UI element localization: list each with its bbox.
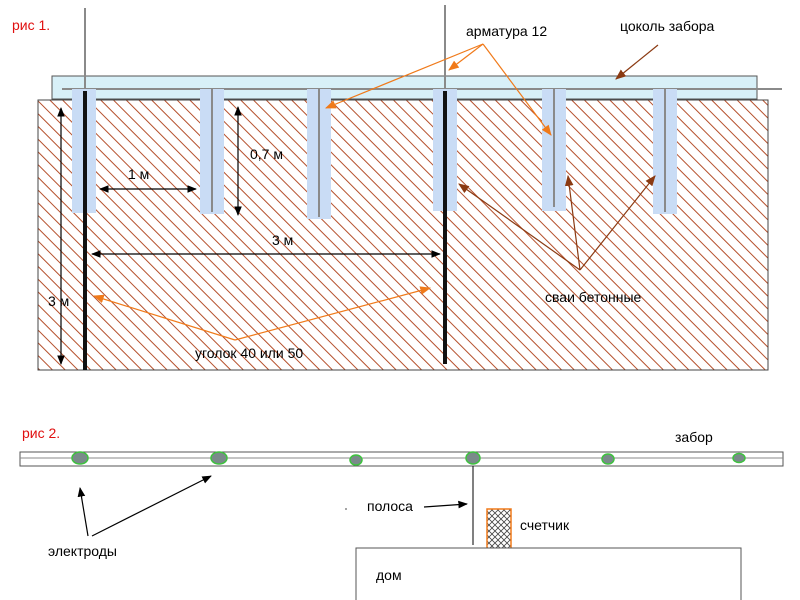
electrode-dot	[210, 451, 228, 465]
strip-callout-arrow	[423, 500, 468, 509]
electrode-dot	[601, 453, 615, 465]
electrode-dot	[71, 451, 89, 465]
angle-callout-arrows	[92, 286, 432, 341]
callout-arrow	[448, 43, 484, 71]
fence-plinth	[51, 75, 758, 100]
rebars	[84, 5, 666, 217]
dim-label-1m: 1 м	[128, 166, 149, 182]
label-piles: сваи бетонные	[545, 289, 642, 305]
label-meter: счетчик	[520, 517, 570, 533]
electrode-dot	[465, 451, 481, 465]
dim-label-3m-horizontal: 3 м	[272, 232, 293, 248]
electrode-dot	[732, 452, 746, 464]
fig1-title: рис 1.	[12, 17, 50, 33]
callout-arrow	[482, 43, 552, 136]
callout-arrow	[458, 183, 581, 271]
callout-arrow	[324, 43, 484, 109]
label-angle: уголок 40 или 50	[195, 345, 303, 361]
soil-block	[37, 99, 769, 371]
dim-label-3m-vertical: 3 м	[48, 293, 69, 309]
callout-arrow	[92, 294, 236, 341]
callout-arrow	[579, 175, 656, 271]
electrodes-callout-arrows	[77, 475, 212, 537]
label-rebar: арматура 12	[466, 23, 547, 39]
figure-2: рис 2. забор электроды полоса счетчик	[19, 425, 784, 600]
label-house: дом	[376, 567, 402, 583]
electrode-dot	[349, 454, 363, 466]
label-fence: забор	[675, 429, 713, 445]
callout-arrow	[91, 475, 212, 537]
house	[355, 547, 742, 600]
plinth-callout-arrow	[615, 44, 659, 80]
callout-arrow	[77, 487, 89, 537]
label-electrodes: электроды	[48, 543, 117, 559]
figure-1: рис 1.	[12, 5, 782, 371]
meter-box	[486, 508, 512, 550]
label-plinth: цоколь забора	[620, 18, 715, 34]
fence-strip	[19, 451, 784, 467]
fig2-title: рис 2.	[22, 425, 60, 441]
stray-dot	[345, 508, 347, 510]
dim-label-0-7m: 0,7 м	[250, 146, 283, 162]
piles-callout-arrows	[458, 174, 656, 271]
electrodes	[71, 451, 746, 466]
label-strip: полоса	[367, 498, 413, 514]
callout-arrow	[564, 174, 581, 271]
rebar-callout-arrows	[324, 43, 552, 136]
callout-arrow	[234, 286, 432, 341]
